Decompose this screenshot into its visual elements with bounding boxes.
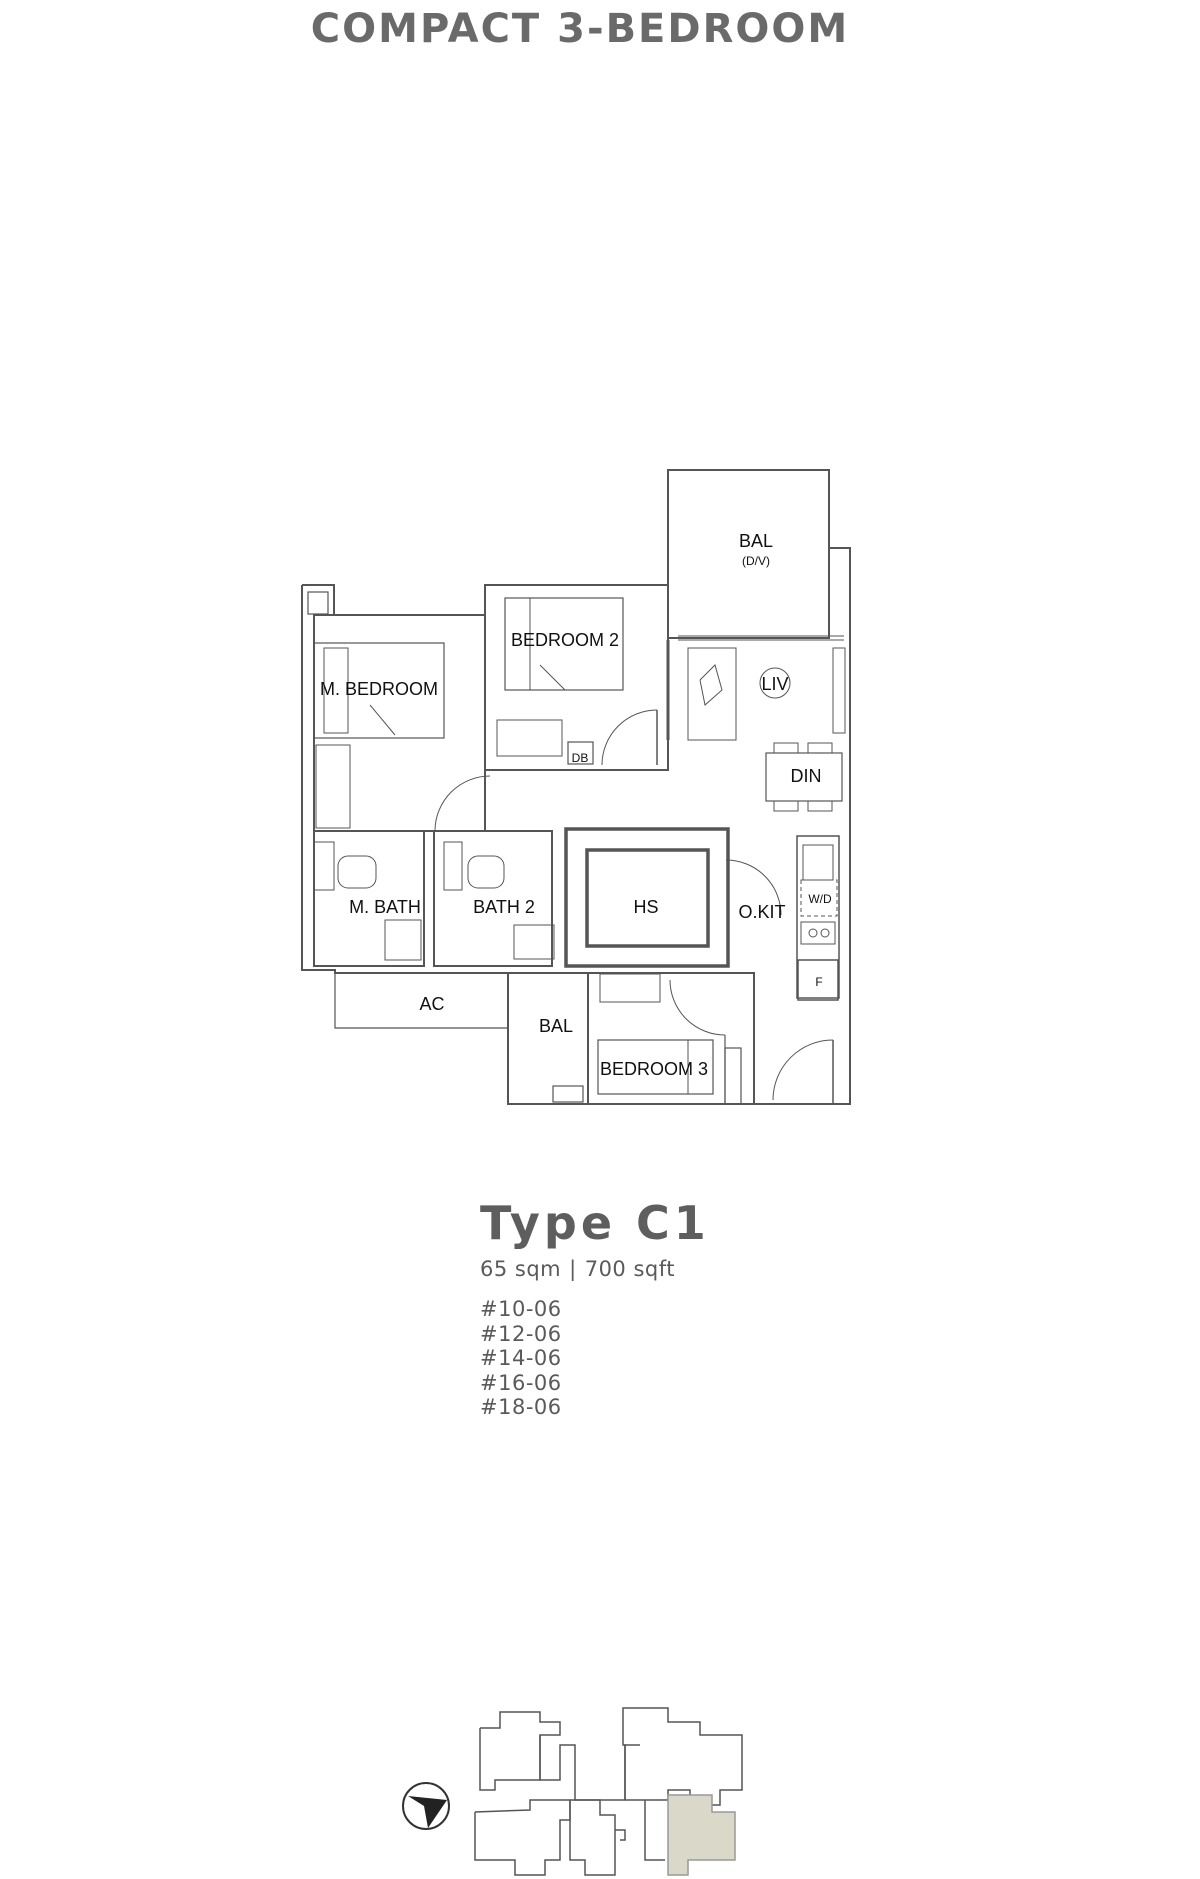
unit-info: Type C1 65 sqm | 700 sqft #10-06 #12-06 #1…	[480, 1195, 710, 1420]
hs-inner	[585, 848, 710, 948]
key-plan-block-br-left	[644, 1800, 665, 1861]
m-bath-outline	[313, 830, 425, 967]
unit-number: #10-06	[480, 1297, 562, 1321]
hs-outer	[564, 827, 730, 968]
unit-number: #12-06	[480, 1321, 562, 1346]
area-separator: |	[569, 1257, 577, 1281]
key-plan-block-bl	[474, 1799, 571, 1876]
label-din: DIN	[791, 766, 822, 786]
sofa-outline	[687, 647, 737, 741]
unit-number: #14-06	[480, 1346, 562, 1370]
label-ac: AC	[419, 994, 444, 1014]
area-sqm: 65 sqm	[480, 1257, 562, 1281]
key-plan-block-tr	[622, 1707, 743, 1806]
key-plan-highlight-unit	[667, 1794, 736, 1876]
label-bal-top: BAL	[739, 531, 773, 551]
balcony-bottom-outline	[507, 972, 589, 1105]
label-wd: W/D	[808, 892, 832, 906]
unit-type-title: Type C1	[480, 1196, 710, 1250]
bedroom3-outline	[587, 972, 755, 1105]
label-m-bedroom: M. BEDROOM	[320, 679, 438, 699]
m-bedroom-outline	[313, 614, 486, 832]
label-bal-top-sub: (D/V)	[742, 554, 770, 568]
key-plan-connector-bottom	[615, 1829, 626, 1841]
unit-number-list: #10-06 #12-06 #14-06 #16-06 #18-06	[480, 1297, 710, 1420]
key-plan-block-bm	[569, 1799, 616, 1876]
bath2-outline	[433, 830, 553, 967]
label-f: F	[815, 975, 822, 989]
unit-number: #16-06	[480, 1370, 562, 1395]
label-bedroom2: BEDROOM 2	[511, 630, 619, 650]
north-arrow-icon	[402, 1782, 450, 1830]
label-bath2: BATH 2	[473, 897, 535, 917]
label-hs: HS	[633, 897, 658, 917]
balcony-top-outline	[667, 469, 830, 639]
area-sqft: 700 sqft	[584, 1257, 675, 1281]
kitchen-counter	[796, 835, 840, 999]
unit-number: #18-06	[480, 1395, 562, 1419]
key-plan-block-tl	[479, 1711, 561, 1791]
label-okit: O.KIT	[738, 902, 785, 922]
dining-table-outline	[765, 752, 843, 802]
label-db: DB	[572, 751, 589, 765]
label-bedroom3: BEDROOM 3	[600, 1059, 708, 1079]
unit-area: 65 sqm | 700 sqft	[480, 1257, 710, 1281]
label-m-bath: M. BATH	[349, 897, 421, 917]
label-bal-bottom: BAL	[539, 1016, 573, 1036]
label-liv: LIV	[761, 674, 788, 694]
key-plan	[474, 1707, 743, 1876]
page-heading: COMPACT 3-BEDROOM	[310, 6, 850, 52]
